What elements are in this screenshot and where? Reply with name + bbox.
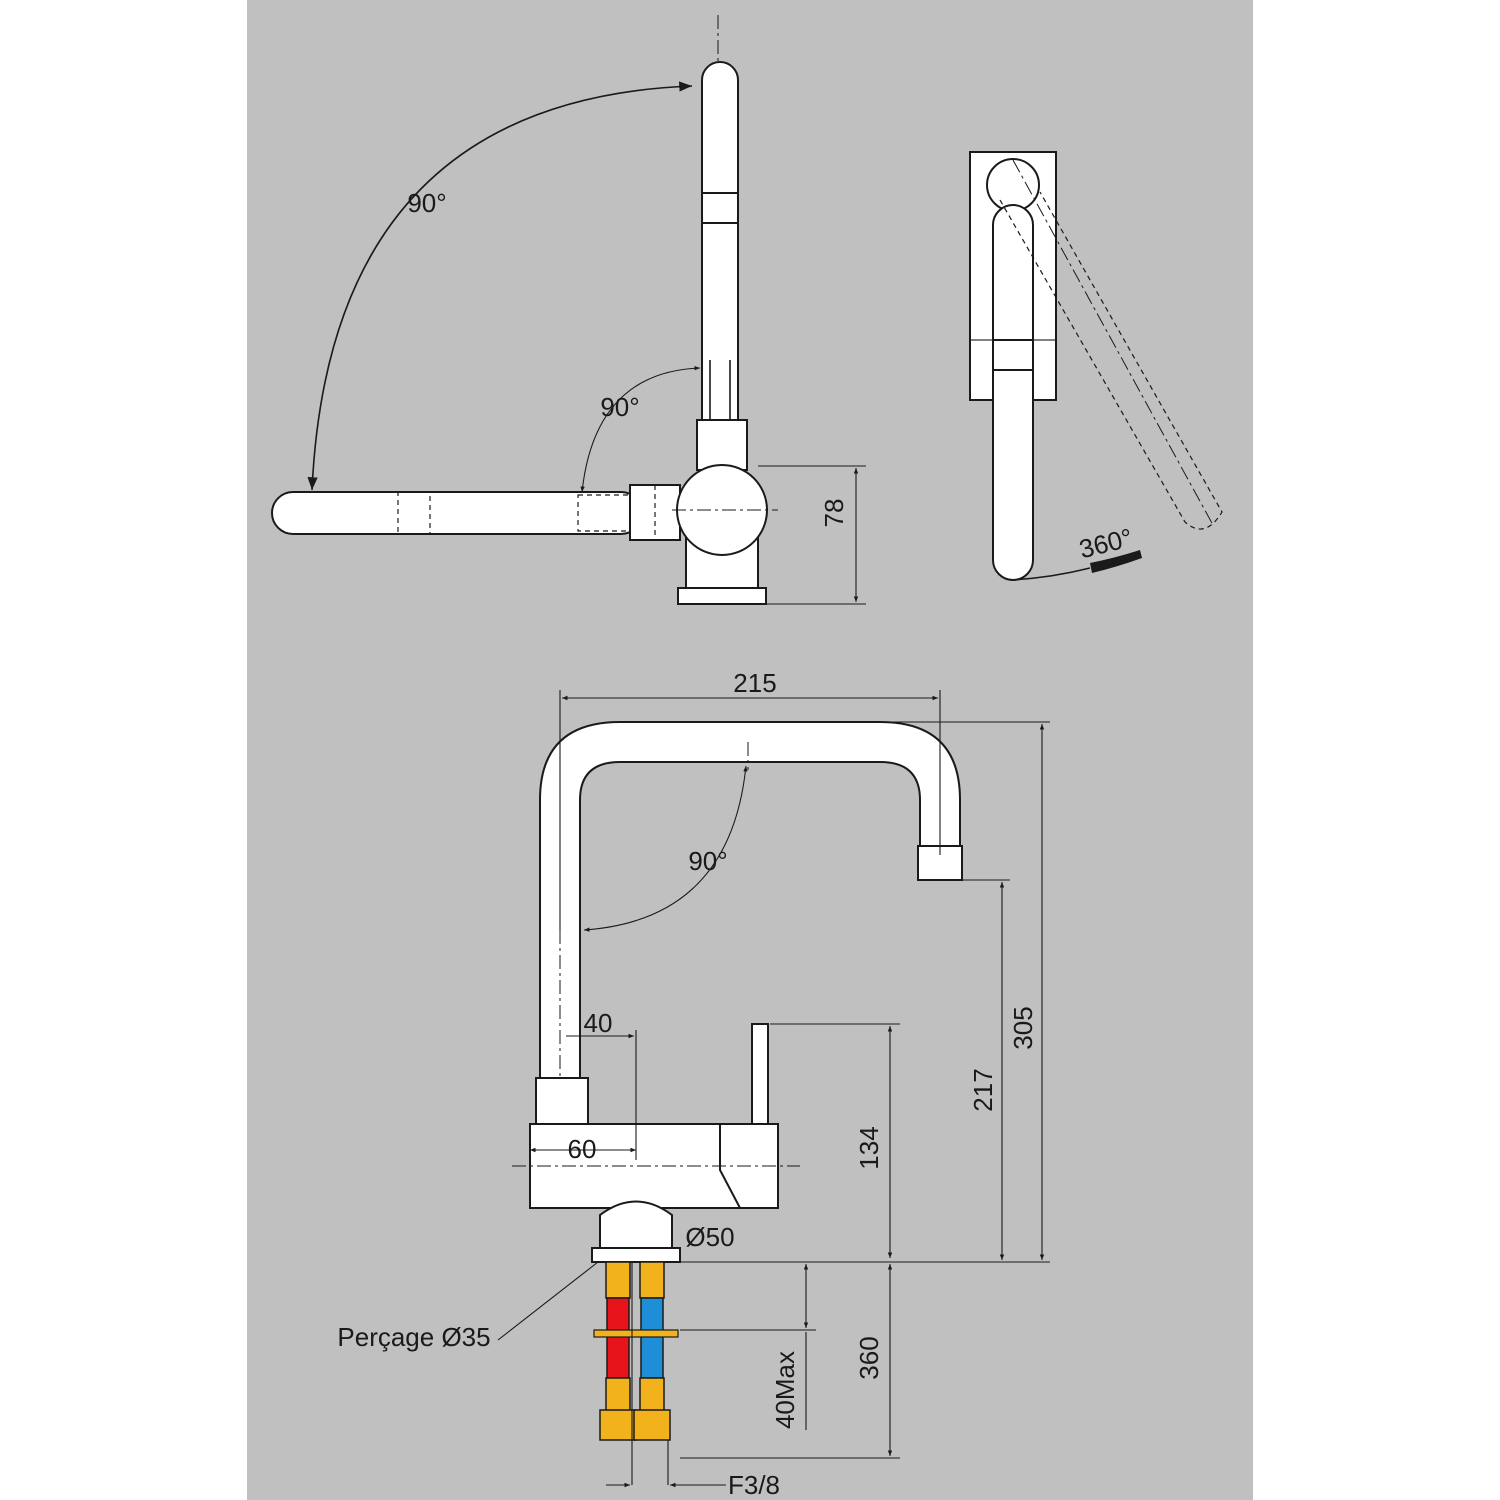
height-305-label: 305 bbox=[1008, 1006, 1038, 1049]
body-60-label: 60 bbox=[568, 1134, 597, 1164]
height-134-label: 134 bbox=[854, 1126, 884, 1169]
drilling-label: Perçage Ø35 bbox=[337, 1322, 490, 1352]
angle-front-label: 90° bbox=[688, 846, 727, 876]
base-diameter-label: Ø50 bbox=[685, 1222, 734, 1252]
front-view bbox=[497, 690, 1050, 1488]
offset-40-label: 40 bbox=[584, 1008, 613, 1038]
side-view-folding bbox=[271, 15, 866, 605]
depth-360-label: 360 bbox=[854, 1336, 884, 1379]
rotation-view bbox=[969, 151, 1223, 581]
angle-label-large: 90° bbox=[407, 188, 446, 218]
thickness-max-label: 40Max bbox=[770, 1351, 800, 1429]
width-215-label: 215 bbox=[733, 668, 776, 698]
angle-label-small: 90° bbox=[600, 392, 639, 422]
height-78-label: 78 bbox=[819, 499, 849, 528]
thread-label: F3/8 bbox=[728, 1470, 780, 1500]
height-217-label: 217 bbox=[968, 1068, 998, 1111]
